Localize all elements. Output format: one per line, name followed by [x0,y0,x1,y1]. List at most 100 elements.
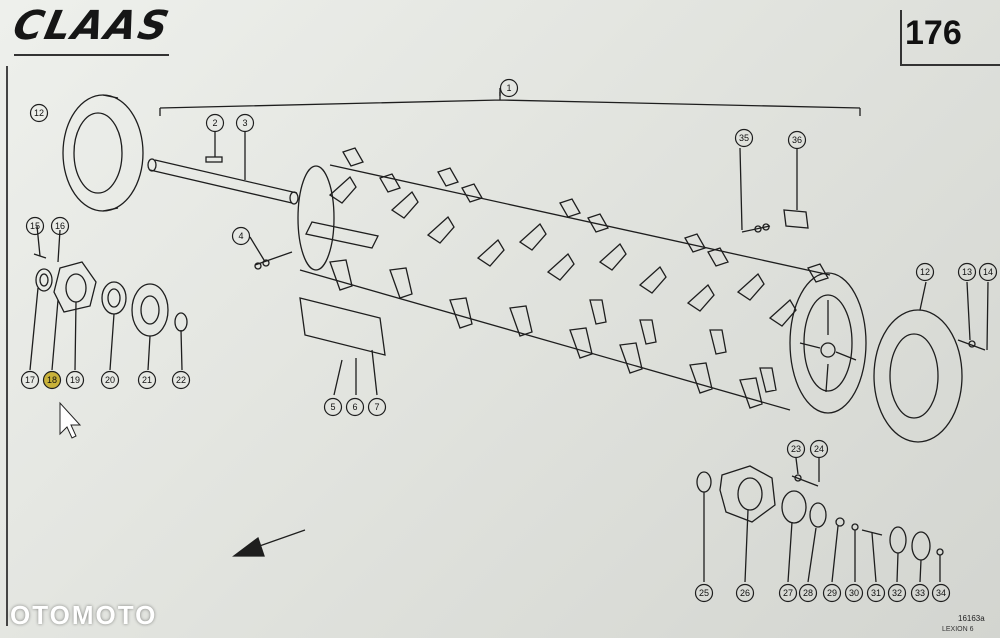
callout-circle [65,370,85,390]
shaft [149,159,298,204]
callout-circle [50,216,70,236]
callout-22: 22 [171,370,191,390]
callout-number: 1 [506,83,511,93]
callout-5: 5 [323,397,343,417]
callout-circle [887,583,907,603]
callout-circle [235,113,255,133]
callout-16: 16 [50,216,70,236]
cover-plate [299,297,386,356]
callout-36: 36 [787,130,807,150]
callout-circle [205,113,225,133]
callout-number: 3 [242,118,247,128]
callout-28: 28 [798,583,818,603]
bolt-35 [741,225,771,233]
callout-circle [786,439,806,459]
callout-number: 26 [740,588,750,598]
callout-circle [694,583,714,603]
callout-circle [137,370,157,390]
callout-33: 33 [910,583,930,603]
callout-number: 20 [105,375,115,385]
callout-19: 19 [65,370,85,390]
page-number: 176 [905,14,962,52]
callout-number: 23 [791,444,801,454]
callout-1: 1 [499,78,519,98]
callout-number: 28 [803,588,813,598]
callout-circle [822,583,842,603]
callout-circle [735,583,755,603]
callout-number: 36 [792,135,802,145]
drum-left-end [297,165,335,271]
callout-circle [171,370,191,390]
callout-circle [323,397,343,417]
callout-7: 7 [367,397,387,417]
callout-number: 29 [827,588,837,598]
callout-number: 12 [34,108,44,118]
callout-number: 22 [176,375,186,385]
model-code: LEXION 6 [942,626,974,633]
callout-circle [931,583,951,603]
callout-circle [978,262,998,282]
callout-35: 35 [734,128,754,148]
key [205,156,223,163]
page-number-divider [900,64,1000,66]
callout-32: 32 [887,583,907,603]
flange-right [873,309,963,443]
callout-20: 20 [100,370,120,390]
callout-number: 35 [739,133,749,143]
drum-right-end [789,272,867,414]
callout-29: 29 [822,583,842,603]
bolt [254,251,293,266]
callout-12: 12 [29,103,49,123]
bearing-housing-left [53,261,97,313]
callout-number: 21 [142,375,152,385]
callout-27: 27 [778,583,798,603]
header-divider [14,54,169,56]
drum-top-edge [329,164,831,276]
callout-14: 14 [978,262,998,282]
callout-number: 19 [70,375,80,385]
callout-circle [844,583,864,603]
callout-circle [42,370,62,390]
bearing-housing-right [719,465,776,523]
callout-4: 4 [231,226,251,246]
drawing-reference: 16163a [958,614,985,623]
callout-number: 7 [374,402,379,412]
callout-circle [778,583,798,603]
direction-arrow [232,529,306,557]
callout-number: 15 [30,221,40,231]
callout-18: 18 [42,370,62,390]
otomoto-watermark: OTOMOTO [10,600,158,630]
callout-26: 26 [735,583,755,603]
callout-24: 24 [809,439,829,459]
callout-13: 13 [957,262,977,282]
callout-number: 6 [352,402,357,412]
callout-circle [345,397,365,417]
callout-circle [20,370,40,390]
callout-6: 6 [345,397,365,417]
callout-number: 32 [892,588,902,598]
callout-number: 24 [814,444,824,454]
callout-circle [809,439,829,459]
callout-circle [499,78,519,98]
callout-23: 23 [786,439,806,459]
assembly-bracket [159,92,861,116]
callout-number: 25 [699,588,709,598]
callout-circle [231,226,251,246]
callout-number: 4 [238,231,243,241]
callout-number: 16 [55,221,65,231]
callout-circle [25,216,45,236]
callout-circle [29,103,49,123]
flange-left [62,94,144,212]
callout-number: 12 [920,267,930,277]
callout-number: 2 [212,118,217,128]
page-number-frame [900,10,902,66]
callout-2: 2 [205,113,225,133]
callout-number: 33 [915,588,925,598]
callout-number: 31 [871,588,881,598]
page-margin-line [6,66,8,626]
mouse-cursor-icon [59,401,82,439]
callout-circle [734,128,754,148]
